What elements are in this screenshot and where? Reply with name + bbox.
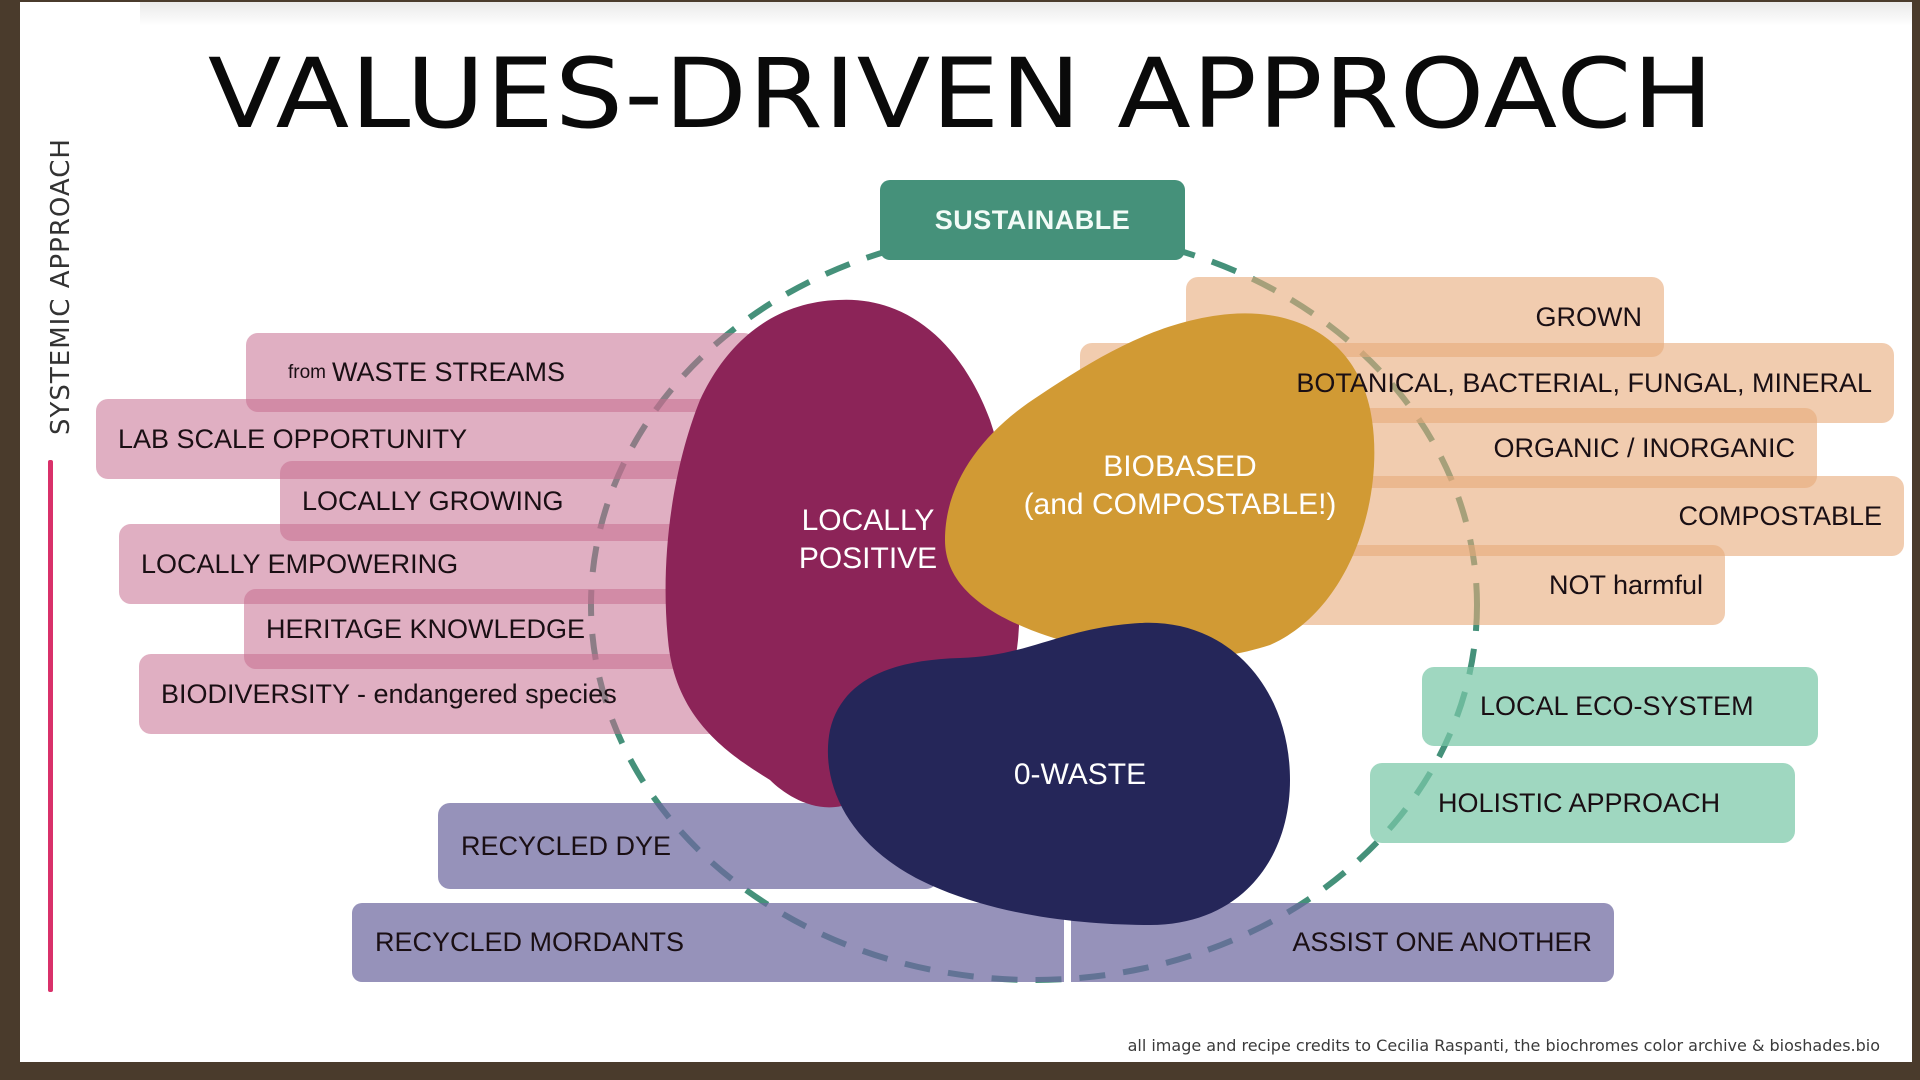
item-label: BOTANICAL, BACTERIAL, FUNGAL, MINERAL: [1296, 367, 1872, 398]
list-item-waste-streams: from WASTE STREAMS: [246, 333, 756, 412]
item-prefix: from: [288, 361, 326, 383]
list-item-biodiversity: BIODIVERSITY - endangered species: [139, 654, 759, 734]
locally-positive-label: LOCALLY POSITIVE: [748, 502, 988, 578]
list-item-recycled-mordants: RECYCLED MORDANTS: [352, 903, 1064, 982]
side-accent-line: [48, 460, 53, 992]
top-shadow: [140, 2, 1912, 26]
item-label: HOLISTIC APPROACH: [1438, 787, 1721, 818]
biobased-blob: [945, 313, 1375, 659]
label-line: (and COMPOSTABLE!): [1023, 488, 1337, 521]
label-line: POSITIVE: [798, 542, 938, 575]
item-label: ASSIST ONE ANOTHER: [1292, 927, 1592, 957]
zero-waste-label: 0-WASTE: [1013, 758, 1147, 791]
page-title: VALUES-DRIVEN APPROACH: [207, 38, 1715, 150]
item-label: COMPOSTABLE: [1678, 500, 1882, 531]
zero-waste-blob: [827, 622, 1290, 925]
item-label: WASTE STREAMS: [332, 357, 566, 387]
item-label: GROWN: [1535, 301, 1642, 332]
biobased-label: BIOBASED (and COMPOSTABLE!): [980, 448, 1380, 524]
item-label: BIODIVERSITY - endangered species: [161, 678, 617, 709]
label-line: LOCALLY: [801, 504, 935, 537]
item-label: LAB SCALE OPPORTUNITY: [118, 423, 468, 454]
value-blobs: [665, 299, 1375, 925]
item-label: LOCALLY EMPOWERING: [141, 548, 459, 579]
list-item-holistic-approach: HOLISTIC APPROACH: [1370, 763, 1795, 843]
list-item-local-eco-system: LOCAL ECO-SYSTEM: [1422, 667, 1818, 746]
label-line: BIOBASED: [1103, 450, 1257, 483]
item-label: LOCAL ECO-SYSTEM: [1480, 691, 1754, 721]
item-label: HERITAGE KNOWLEDGE: [266, 613, 586, 644]
botanical-label-row: BOTANICAL, BACTERIAL, FUNGAL, MINERAL: [1080, 343, 1894, 423]
item-label: RECYCLED MORDANTS: [375, 927, 685, 957]
credit-text: all image and recipe credits to Cecilia …: [1127, 1036, 1880, 1055]
sustainable-node: SUSTAINABLE: [880, 180, 1185, 260]
item-label: ORGANIC / INORGANIC: [1493, 432, 1795, 463]
item-label: NOT harmful: [1548, 569, 1703, 600]
item-label: RECYCLED DYE: [461, 830, 672, 861]
item-label: LOCALLY GROWING: [302, 485, 564, 516]
slide: VALUES-DRIVEN APPROACH SYSTEMIC APPROACH…: [20, 2, 1912, 1062]
